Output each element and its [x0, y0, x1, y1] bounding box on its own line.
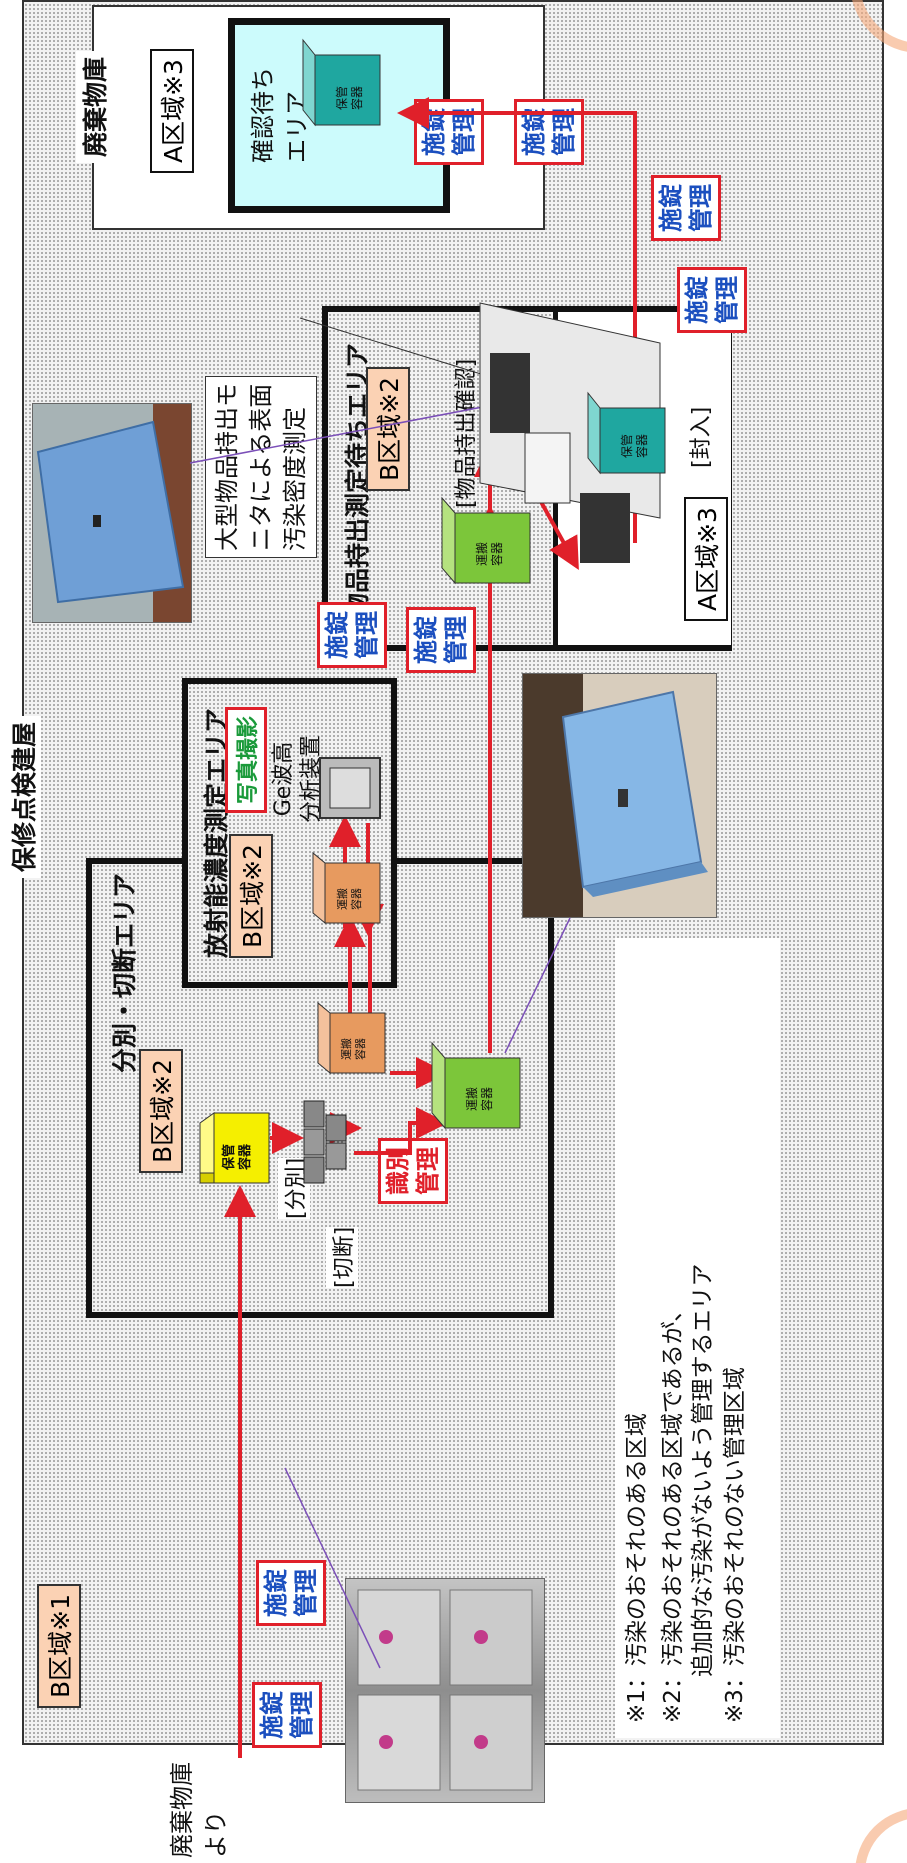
transport-container-orange-2: [312, 851, 381, 925]
transport-orange-2-text: 運搬 容器: [336, 888, 363, 910]
photo-carryout-monitor: [32, 403, 192, 623]
storage-container-yellow: [199, 1112, 270, 1184]
cut-pieces: [303, 1100, 347, 1184]
storage-yellow-text: 保管 容器: [222, 1143, 253, 1170]
storage-container-teal-1: [587, 391, 666, 475]
transport-green-2-text: 運搬 容器: [475, 541, 504, 566]
transport-orange-1-text: 運搬 容器: [340, 1038, 367, 1060]
photo-transport-container: [522, 673, 717, 918]
photo-storage-containers: [345, 1578, 545, 1803]
transport-container-green-2: [441, 496, 531, 585]
ge-analyzer-device: [319, 757, 381, 819]
transport-container-green-1: [431, 1041, 521, 1130]
storage-container-teal-2: [302, 38, 381, 127]
decorative-swirl-icon: [850, 0, 907, 1863]
storage-teal-2-text: 保管 容器: [335, 85, 364, 110]
storage-teal-1-text: 保管 容器: [620, 433, 649, 458]
transport-container-orange-1: [317, 1001, 386, 1075]
transport-green-1-text: 運搬 容器: [465, 1086, 494, 1111]
